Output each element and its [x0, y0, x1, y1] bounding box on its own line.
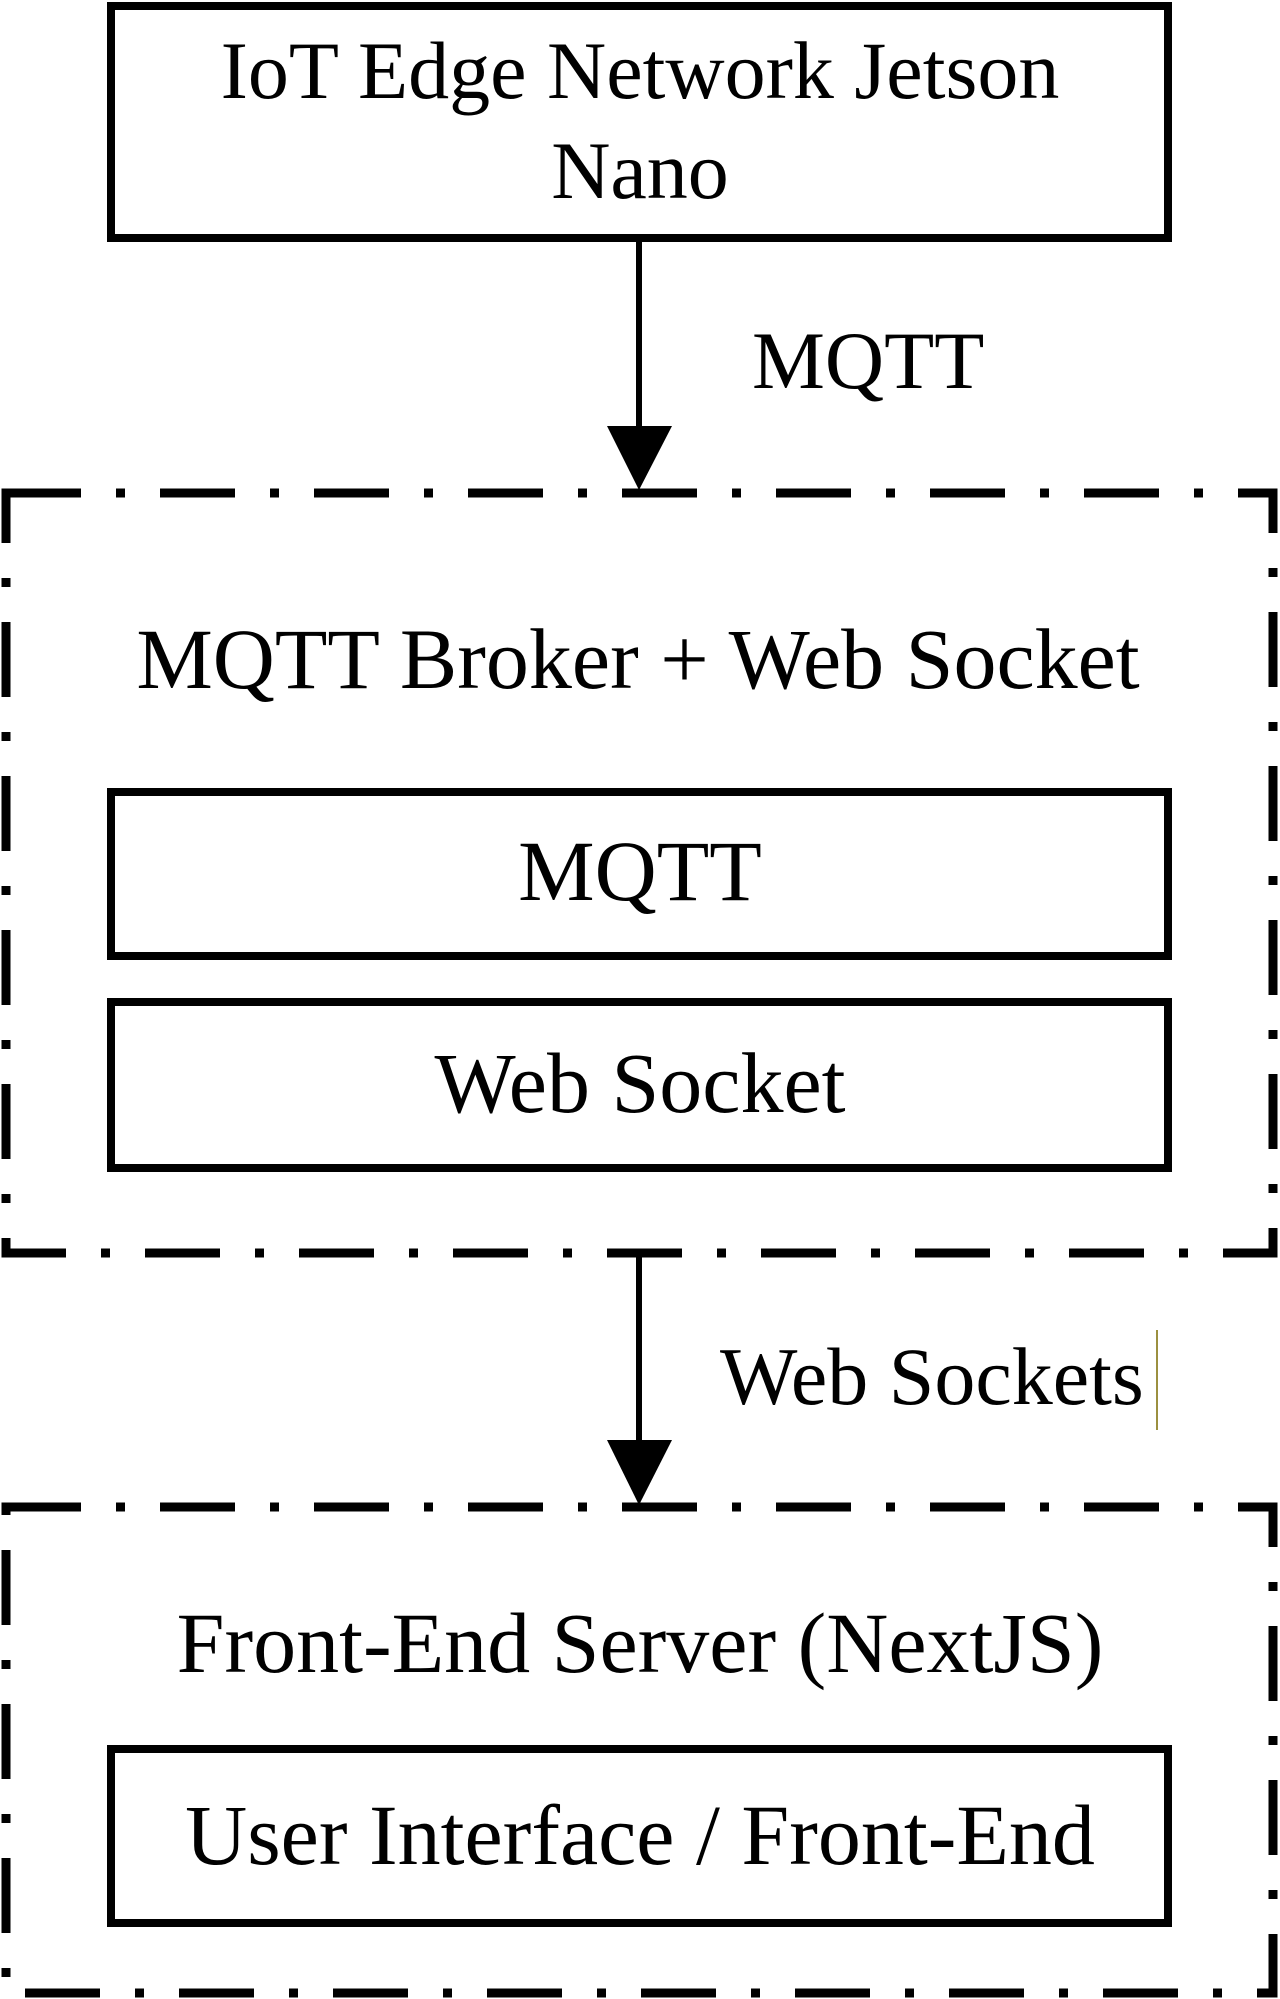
ui-box — [107, 1745, 1172, 1927]
edge-device-label-line-1: IoT Edge Network Jetson — [221, 25, 1060, 116]
web-socket-box — [107, 998, 1172, 1172]
broker-group: MQTT Broker + Web Socket MQTT Web Socket — [1, 488, 1278, 1258]
frontend-group-title: Front-End Server (NextJS) — [177, 1595, 1104, 1691]
edge-arrow-web-sockets: Web Sockets — [607, 1253, 1158, 1505]
web-socket-label: Web Socket — [434, 1035, 845, 1131]
web-socket-node: Web Socket — [107, 998, 1172, 1172]
frontend-group: Front-End Server (NextJS) User Interface… — [1, 1502, 1278, 1998]
edge-device-label-line-2: Nano — [551, 125, 729, 216]
edge-arrow-mqtt: MQTT — [607, 238, 984, 490]
edge-label-mqtt: MQTT — [752, 315, 984, 406]
mqtt-node: MQTT — [107, 788, 1172, 960]
edge-label-web-sockets: Web Sockets — [720, 1331, 1144, 1422]
edge-device-node: IoT Edge Network Jetson Nano — [107, 2, 1172, 242]
arrow-head-icon — [607, 426, 672, 490]
arrow-head-icon — [607, 1440, 672, 1505]
mqtt-box — [107, 788, 1172, 960]
mqtt-label: MQTT — [518, 823, 762, 919]
ui-node: User Interface / Front-End — [107, 1745, 1172, 1927]
broker-group-title: MQTT Broker + Web Socket — [136, 611, 1139, 707]
frontend-group-dashed-border — [1, 1502, 1278, 1998]
ui-label: User Interface / Front-End — [185, 1787, 1095, 1883]
